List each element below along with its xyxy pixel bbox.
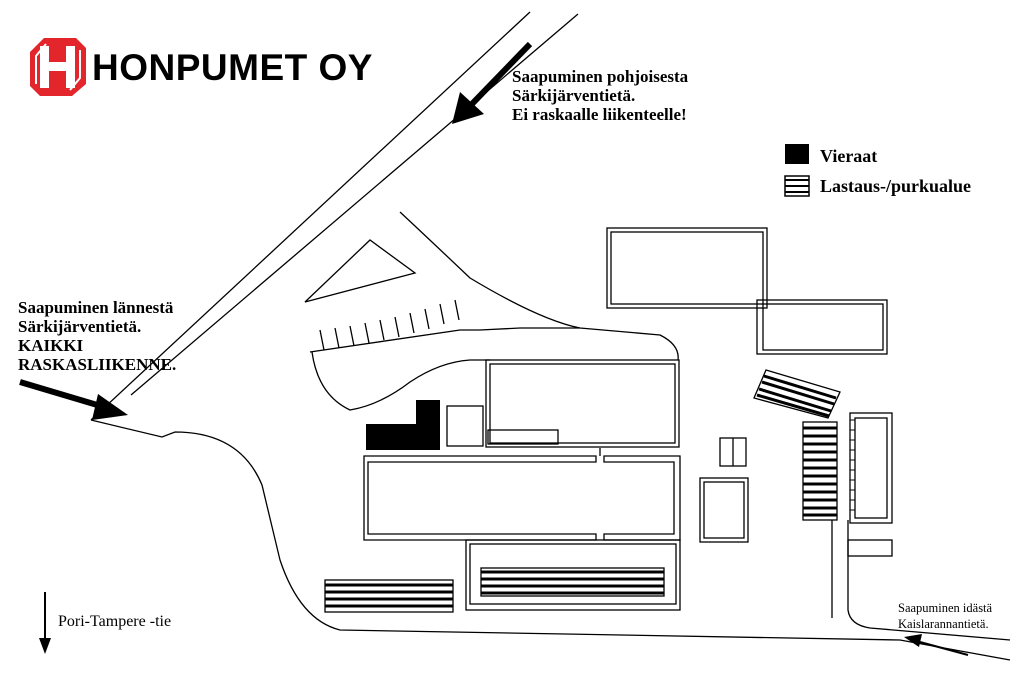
arrival-south-line1: Pori-Tampere -tie xyxy=(58,613,171,630)
roads xyxy=(90,11,1011,661)
arrival-west-line2: Särkijärventietä. xyxy=(18,317,141,336)
arrival-north-line1: Saapuminen pohjoisesta xyxy=(512,67,689,86)
building-far-east xyxy=(849,412,893,524)
building-ne-small xyxy=(756,299,888,355)
guest-parking-area xyxy=(366,400,440,450)
buildings xyxy=(363,227,893,611)
building-main-middle-west xyxy=(363,455,597,541)
arrival-north-label: Saapuminen pohjoisesta Särkijärventietä.… xyxy=(512,67,689,124)
access-road-north-edge xyxy=(399,211,679,361)
building-far-east-shed xyxy=(847,539,893,557)
legend-swatch-loading xyxy=(784,175,810,197)
building-main-lower xyxy=(465,539,681,611)
company-logo: HONPUMET OY xyxy=(30,38,373,96)
road-edge-west xyxy=(90,11,531,421)
logo-emblem-icon xyxy=(30,38,86,96)
arrival-north-line2: Särkijärventietä. xyxy=(512,86,635,105)
legend-label-loading: Lastaus-/purkualue xyxy=(820,176,971,196)
traffic-island xyxy=(304,239,417,303)
legend-swatch-guests xyxy=(785,144,809,164)
arrow-west-icon xyxy=(19,379,128,420)
arrow-east-icon xyxy=(904,634,969,656)
access-road-south-edge xyxy=(311,351,490,411)
road-edge-east xyxy=(130,13,579,396)
arrival-west-label: Saapuminen lännestä Särkijärventietä. KA… xyxy=(18,298,176,374)
arrival-south-label: Pori-Tampere -tie xyxy=(58,613,171,630)
building-ne-large xyxy=(606,227,768,309)
building-east-small xyxy=(699,477,749,543)
arrival-west-line3: KAIKKI xyxy=(18,336,84,355)
arrival-east-line1: Saapuminen idästä xyxy=(898,601,993,615)
arrow-south-icon xyxy=(39,592,51,654)
arrival-east-label: Saapuminen idästä Kaislarannantietä. xyxy=(898,601,993,631)
road-south-edge xyxy=(90,419,1011,661)
loading-area-west xyxy=(324,579,454,613)
arrival-north-line3: Ei raskaalle liikenteelle! xyxy=(512,105,687,124)
parking-edge xyxy=(309,327,580,353)
legend: Vieraat Lastaus-/purkualue xyxy=(784,144,971,197)
logo-wordmark: HONPUMET OY xyxy=(92,47,373,88)
loading-area-east xyxy=(802,421,838,521)
legend-label-guests: Vieraat xyxy=(820,146,877,166)
east-road-inner-edge xyxy=(847,520,1011,641)
arrow-north-icon xyxy=(452,41,533,124)
building-main-upper xyxy=(485,359,680,448)
loading-area-northeast xyxy=(753,369,841,419)
parking-stalls xyxy=(319,299,460,351)
arrival-east-line2: Kaislarannantietä. xyxy=(898,617,989,631)
building-annex xyxy=(446,405,484,447)
loading-area-south xyxy=(480,567,665,597)
arrival-west-line4: RASKASLIIKENNE. xyxy=(18,355,176,374)
building-main-middle-east xyxy=(603,455,681,541)
arrival-west-line1: Saapuminen lännestä xyxy=(18,298,174,317)
